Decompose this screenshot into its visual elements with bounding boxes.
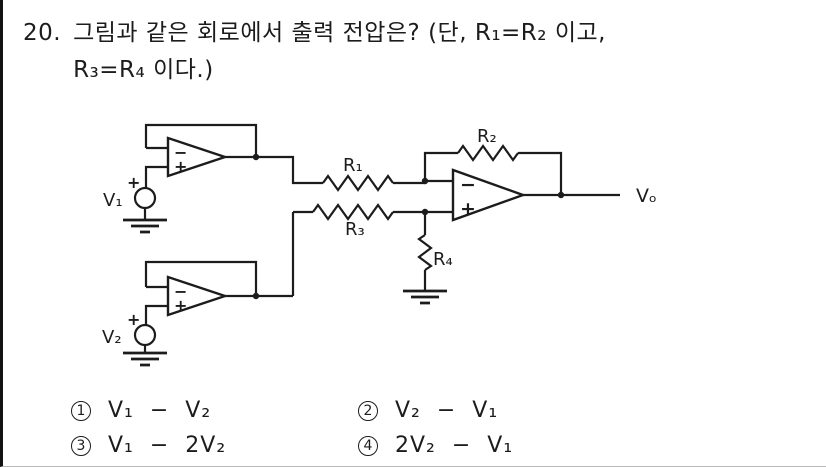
r4-label: R₄	[433, 249, 453, 270]
opamp1-plus-sign: +	[174, 157, 187, 176]
v1-polarity-plus: +	[127, 173, 140, 192]
resistor-r4: R₄	[403, 212, 453, 305]
choice-4: 4 2V₂ − V₁	[358, 433, 631, 458]
ground-icon	[123, 351, 167, 367]
circuit-diagram: − + + V₁ − + + V₂	[102, 123, 657, 367]
choice-2-formula: V₂ − V₁	[395, 398, 499, 423]
choice-2-number: 2	[358, 400, 378, 421]
ground-icon	[123, 218, 167, 234]
question-line-2: R₃=R₄ 이다.)	[73, 57, 214, 83]
answer-choices: 1 V₁ − V₂ 2 V₂ − V₁ 3 V₁ − 2V₂ 4 2V₂ − V…	[71, 398, 631, 458]
r3-label: R₃	[345, 219, 365, 240]
v2-label: V₂	[102, 327, 122, 348]
choice-1: 1 V₁ − V₂	[71, 398, 358, 423]
choice-4-number: 4	[358, 435, 378, 456]
vo-label: Vₒ	[636, 185, 657, 207]
resistor-r1: R₁	[322, 155, 394, 192]
opamp1-triangle	[166, 136, 229, 178]
question-block: 20. 그림과 같은 회로에서 출력 전압은? (단, R₁=R₂ 이고, R₃…	[23, 15, 783, 89]
choice-4-formula: 2V₂ − V₁	[395, 433, 514, 458]
r3-zigzag	[312, 203, 394, 221]
source-v2: + V₂	[102, 310, 167, 367]
opamp2-plus-sign: +	[174, 296, 187, 315]
choice-1-formula: V₁ − V₂	[108, 398, 212, 423]
opamp2-wires	[144, 212, 295, 325]
opamp2-triangle	[166, 275, 229, 317]
v2-polarity-plus: +	[127, 310, 140, 329]
v1-label: V₁	[103, 190, 123, 211]
opamp3-wires	[425, 179, 620, 214]
opamp3-plus-sign: +	[460, 198, 476, 220]
choice-3: 3 V₁ − 2V₂	[71, 433, 358, 458]
r2-zigzag	[457, 144, 519, 162]
choice-1-number: 1	[71, 400, 91, 421]
choice-3-number: 3	[71, 435, 91, 456]
r4-zigzag	[417, 234, 433, 271]
r2-label: R₂	[477, 126, 497, 147]
resistor-r2: R₂	[423, 126, 563, 195]
opamp1-wires	[144, 123, 425, 188]
opamp-buffer-2: − +	[144, 212, 295, 325]
question-number: 20.	[23, 20, 62, 46]
resistor-r3: R₃	[293, 203, 425, 240]
question-line-1: 그림과 같은 회로에서 출력 전압은? (단, R₁=R₂ 이고,	[73, 20, 606, 46]
opamp-buffer-1: − +	[144, 123, 425, 188]
ground-icon	[403, 289, 447, 305]
question-text: 그림과 같은 회로에서 출력 전압은? (단, R₁=R₂ 이고, R₃=R₄ …	[73, 15, 783, 89]
vo-terminal-circle	[620, 191, 628, 199]
choice-3-formula: V₁ − 2V₂	[108, 433, 227, 458]
junction-dot	[252, 153, 260, 161]
choice-2: 2 V₂ − V₁	[358, 398, 631, 423]
opamp1-minus-sign: −	[174, 143, 187, 162]
opamp3-triangle	[451, 168, 527, 222]
r1-label: R₁	[343, 155, 363, 176]
r1-zigzag	[322, 174, 394, 192]
output-terminal: Vₒ	[620, 185, 657, 207]
r2-wires	[423, 151, 563, 195]
opamp3-minus-sign: −	[460, 174, 476, 196]
junction-dot	[252, 292, 260, 300]
opamp-diff: − +	[421, 168, 620, 222]
source-v1: + V₁	[103, 173, 167, 234]
opamp2-minus-sign: −	[174, 282, 187, 301]
